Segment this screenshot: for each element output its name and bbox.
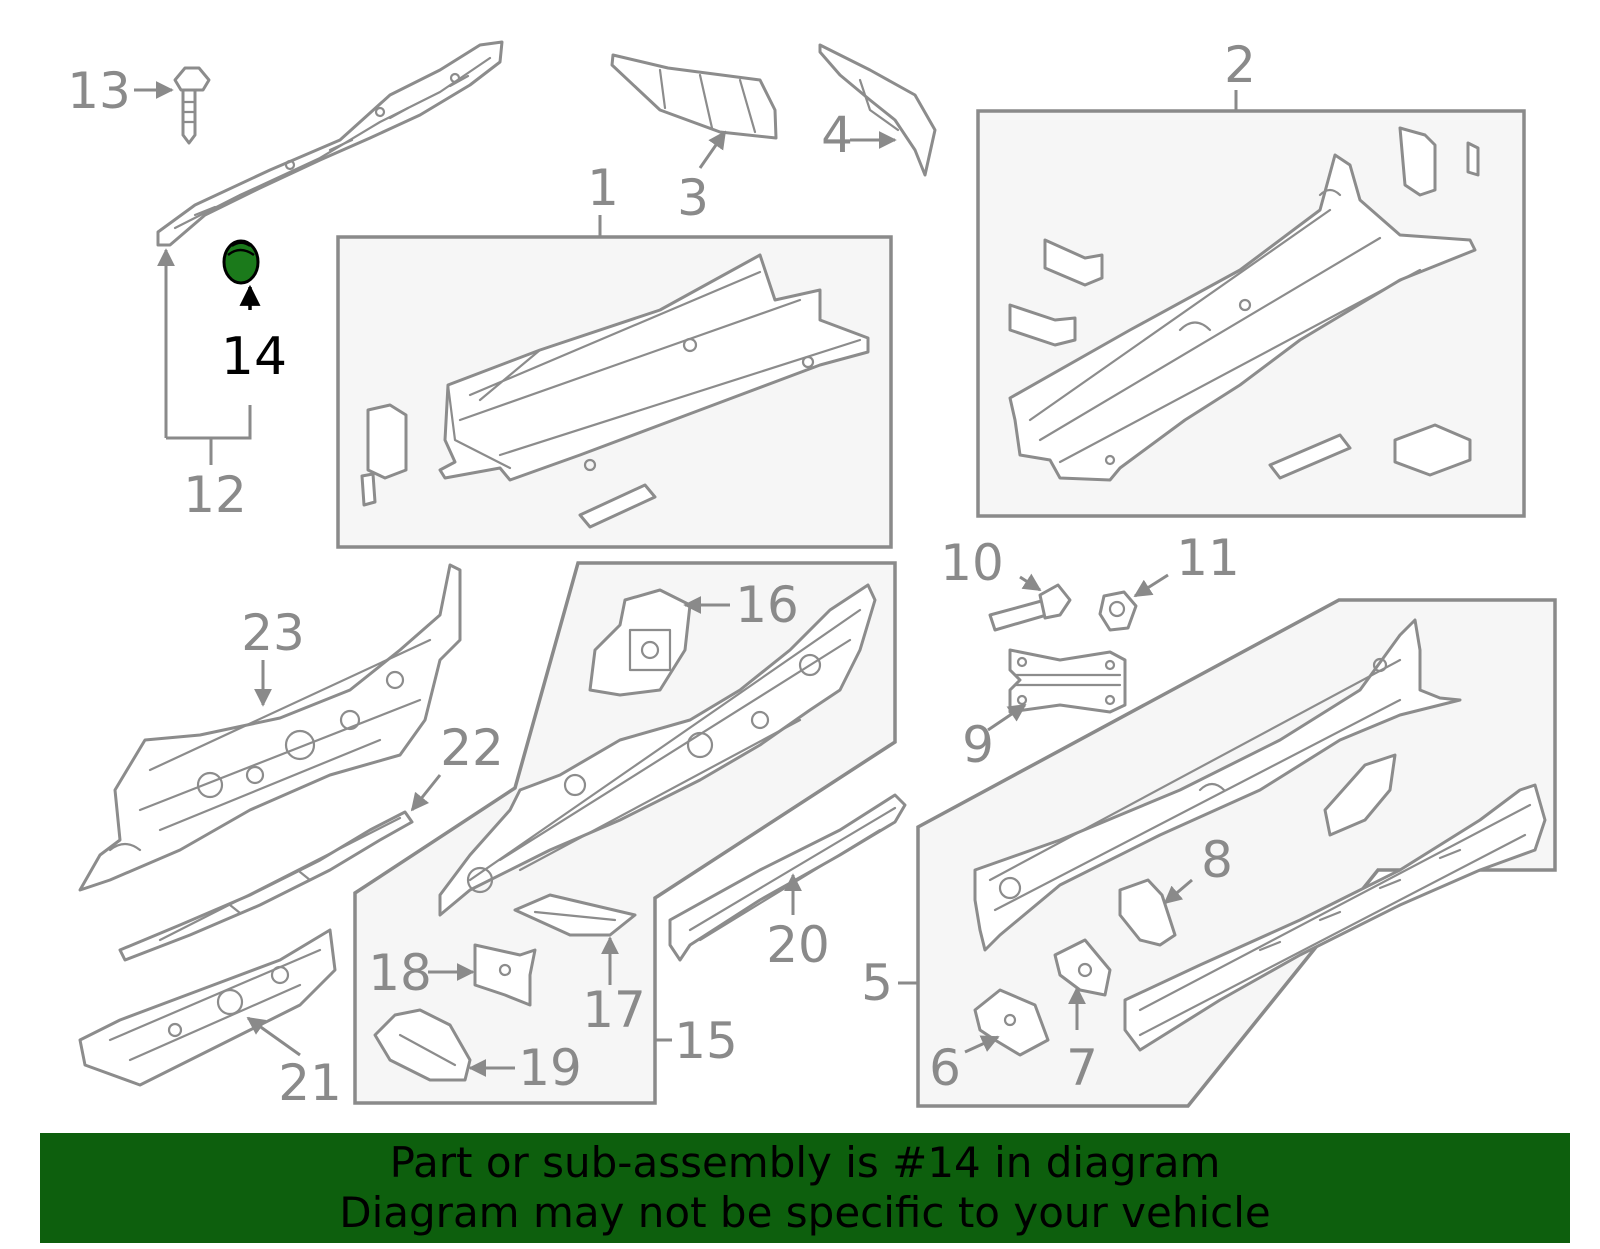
part-2-cowl bbox=[1008, 126, 1480, 482]
part-22-brace bbox=[118, 810, 414, 962]
part-21-panel bbox=[78, 928, 337, 1087]
callout-1: 1 bbox=[587, 159, 619, 217]
callout-8: 8 bbox=[1201, 831, 1233, 889]
callout-14: 14 bbox=[221, 327, 287, 387]
callout-17: 17 bbox=[582, 981, 646, 1039]
part-13-bolt bbox=[173, 66, 211, 145]
callout-22: 22 bbox=[440, 719, 504, 777]
part-18-bracket bbox=[473, 943, 537, 1007]
leader-lines bbox=[134, 81, 1238, 1077]
part-11-nut bbox=[1098, 590, 1138, 632]
callout-10: 10 bbox=[940, 534, 1004, 592]
callout-11: 11 bbox=[1176, 529, 1240, 587]
part-5-gusset bbox=[1323, 753, 1397, 837]
callout-2: 2 bbox=[1224, 36, 1256, 94]
part-3-panel bbox=[610, 53, 778, 140]
part-7-bracket bbox=[1053, 938, 1112, 997]
part-9-bracket bbox=[1008, 648, 1127, 714]
callout-4: 4 bbox=[821, 106, 853, 164]
callout-16: 16 bbox=[735, 576, 799, 634]
part-5-rail-upper bbox=[973, 618, 1462, 952]
callout-18: 18 bbox=[368, 944, 432, 1002]
part-15-dash-panel bbox=[438, 583, 877, 917]
part-info-banner: Part or sub-assembly is #14 in diagram D… bbox=[40, 1133, 1570, 1243]
part-10-bolt bbox=[988, 583, 1072, 632]
callout-19: 19 bbox=[518, 1039, 582, 1097]
callout-3: 3 bbox=[677, 169, 709, 227]
callout-21: 21 bbox=[278, 1054, 342, 1112]
callout-6: 6 bbox=[929, 1039, 961, 1097]
callout-12: 12 bbox=[183, 466, 247, 524]
part-8-bracket bbox=[1118, 878, 1177, 947]
banner-line-disclaimer: Diagram may not be specific to your vehi… bbox=[339, 1188, 1271, 1237]
part-23-dash-panel bbox=[78, 563, 462, 892]
part-12-rail bbox=[156, 40, 504, 247]
part-16-bracket bbox=[588, 588, 692, 697]
callout-9: 9 bbox=[962, 716, 994, 774]
callout-7: 7 bbox=[1066, 1039, 1098, 1097]
callout-13: 13 bbox=[67, 62, 131, 120]
banner-line-part-number: Part or sub-assembly is #14 in diagram bbox=[389, 1138, 1221, 1187]
part-4-panel bbox=[818, 43, 937, 177]
callout-23: 23 bbox=[241, 604, 305, 662]
part-17-bracket bbox=[513, 893, 637, 937]
callout-20: 20 bbox=[766, 916, 830, 974]
part-14-clip bbox=[222, 239, 260, 285]
callout-15: 15 bbox=[674, 1012, 738, 1070]
part-1-cowl bbox=[360, 253, 870, 529]
part-5-rail-lower bbox=[1123, 783, 1547, 1052]
callout-5: 5 bbox=[861, 954, 893, 1012]
